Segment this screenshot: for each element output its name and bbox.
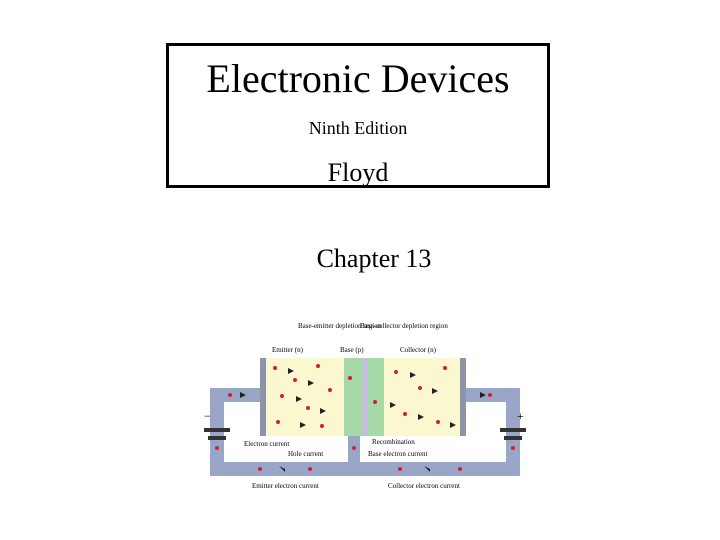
battery-left [204,428,230,440]
collector-label: Collector (n) [400,346,437,354]
electron-current-label: Electron current [244,440,289,448]
hole-current-label: Hole current [288,450,323,458]
battery-right [500,428,526,440]
emitter-label: Emitter (n) [272,346,304,354]
base-label: Base (p) [340,346,364,354]
collector-electron-current-label: Collector electron current [388,482,460,490]
slide-title: Electronic Devices [206,56,510,101]
be-depletion-label: Base-emitter depletion region [298,322,382,330]
minus-sign: − [204,409,211,423]
plus-sign: + [517,409,524,423]
title-box: Electronic Devices Ninth Edition Floyd [166,43,550,188]
emitter-electron-current-label: Emitter electron current [252,482,319,490]
author-name: Floyd [327,158,389,187]
electron-dots [215,364,515,471]
base-electron-current-label: Base electron current [368,450,428,458]
bc-depletion-label: Base-collector depletion region [360,322,448,330]
edition-text: Ninth Edition [308,118,408,138]
electron-arrows [240,368,486,472]
recombination-label: Recombination [372,438,415,446]
chapter-label: Chapter 13 [316,244,432,273]
transistor-diagram: − + [204,322,526,490]
transistor-figure: − + [200,318,530,490]
